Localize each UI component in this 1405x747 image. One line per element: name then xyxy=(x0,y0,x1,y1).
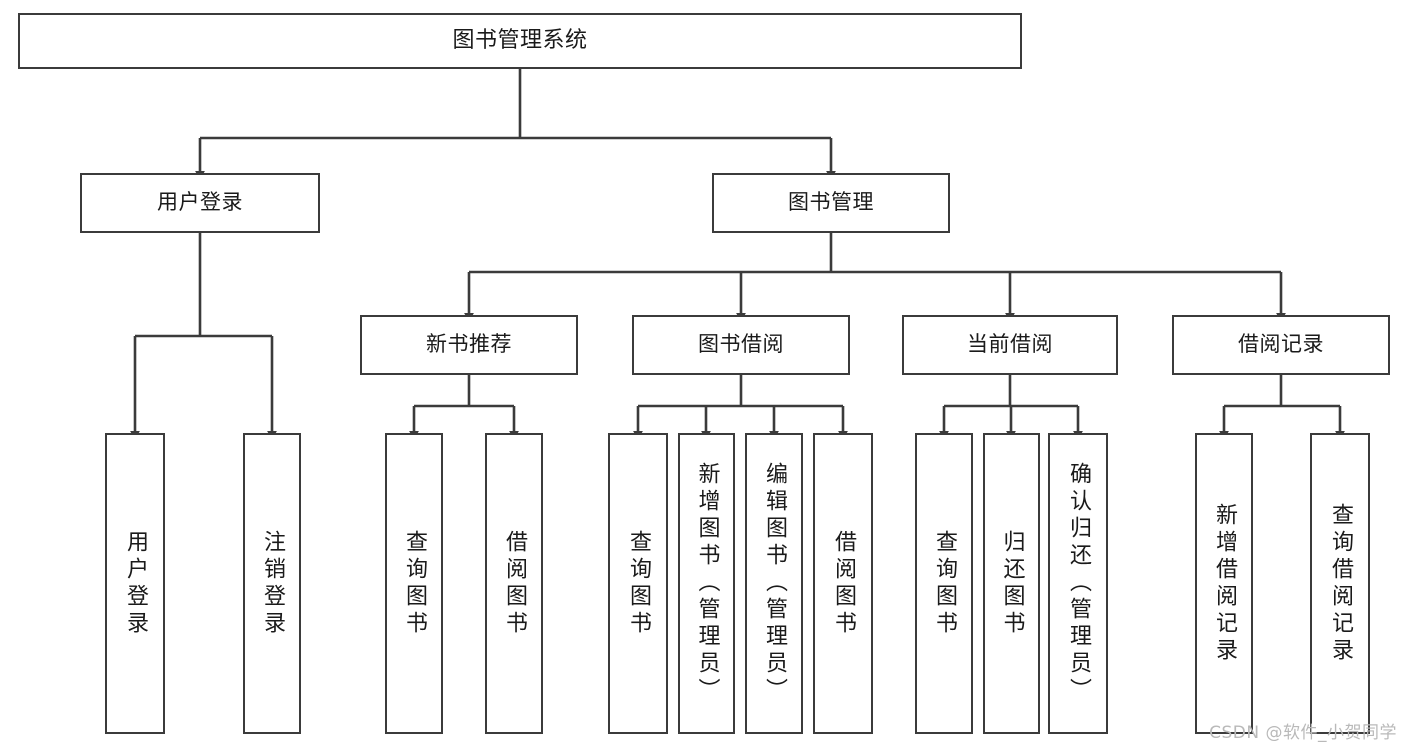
node-l3-add-book[interactable]: 新增图书（管理员） xyxy=(678,433,735,734)
node-l2-record[interactable]: 借阅记录 xyxy=(1172,315,1390,375)
node-l3-query-record[interactable]: 查询借阅记录 xyxy=(1310,433,1370,734)
node-l1-bookmgmt[interactable]: 图书管理 xyxy=(712,173,950,233)
node-label: 借阅图书 xyxy=(502,529,527,638)
node-l3-edit-book[interactable]: 编辑图书（管理员） xyxy=(745,433,803,734)
node-label: 用户登录 xyxy=(123,529,148,638)
node-l3-return-book[interactable]: 归还图书 xyxy=(983,433,1040,734)
node-label: 新增图书（管理员） xyxy=(694,462,720,705)
csdn-watermark: CSDN @软件_小贺同学 xyxy=(1209,723,1397,743)
node-l3-confirm-return[interactable]: 确认归还（管理员） xyxy=(1048,433,1108,734)
node-l3-add-record[interactable]: 新增借阅记录 xyxy=(1195,433,1253,734)
node-l3-borrow-book[interactable]: 借阅图书 xyxy=(813,433,873,734)
node-label: 借阅记录 xyxy=(1238,332,1324,357)
node-l2-newbook[interactable]: 新书推荐 xyxy=(360,315,578,375)
node-label: 编辑图书（管理员） xyxy=(762,462,787,705)
node-l3-borrow-new[interactable]: 借阅图书 xyxy=(485,433,543,734)
node-l1-login[interactable]: 用户登录 xyxy=(80,173,320,233)
node-root[interactable]: 图书管理系统 xyxy=(18,13,1022,69)
node-label: 查询图书 xyxy=(932,529,957,638)
node-label: 注销登录 xyxy=(260,529,285,638)
node-l2-current[interactable]: 当前借阅 xyxy=(902,315,1118,375)
node-l3-logout[interactable]: 注销登录 xyxy=(243,433,301,734)
node-label: 当前借阅 xyxy=(967,332,1053,357)
node-label: 用户登录 xyxy=(157,190,243,215)
node-label: 图书管理 xyxy=(788,190,874,215)
node-label: 确认归还（管理员） xyxy=(1066,462,1091,705)
node-label: 查询借阅记录 xyxy=(1328,502,1353,665)
node-l3-query-cur[interactable]: 查询图书 xyxy=(915,433,973,734)
node-l3-userlogin[interactable]: 用户登录 xyxy=(105,433,165,734)
node-label: 图书借阅 xyxy=(698,332,784,357)
node-label: 新增借阅记录 xyxy=(1212,502,1237,665)
node-label: 查询图书 xyxy=(402,529,427,638)
node-l3-query-new[interactable]: 查询图书 xyxy=(385,433,443,734)
node-label: 新书推荐 xyxy=(426,332,512,357)
node-label: 查询图书 xyxy=(626,529,651,638)
node-label: 图书管理系统 xyxy=(452,27,588,53)
node-label: 归还图书 xyxy=(999,529,1025,638)
node-label: 借阅图书 xyxy=(831,529,856,638)
node-l2-borrow[interactable]: 图书借阅 xyxy=(632,315,850,375)
node-l3-query-book[interactable]: 查询图书 xyxy=(608,433,668,734)
